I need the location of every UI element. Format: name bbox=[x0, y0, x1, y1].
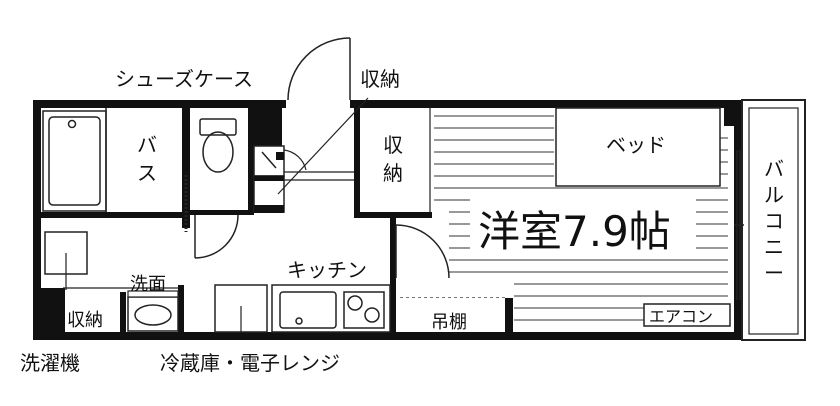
wash-basin bbox=[127, 296, 179, 332]
bed-label: ベッド bbox=[606, 133, 666, 157]
shoe-case-label: シューズケース bbox=[115, 67, 253, 91]
storage-closet-label: 収納 bbox=[383, 133, 403, 185]
entry-step bbox=[283, 149, 354, 181]
interior-walls bbox=[41, 108, 432, 332]
bathtub bbox=[42, 110, 107, 212]
bed bbox=[555, 107, 721, 187]
balcony bbox=[734, 99, 806, 341]
toilet bbox=[199, 118, 237, 173]
balcony-label: バルコニー bbox=[764, 157, 784, 285]
storage-top-label: 収納 bbox=[360, 67, 400, 91]
bath-label: バス bbox=[137, 133, 157, 185]
entrance-door bbox=[287, 37, 351, 101]
storage-leader bbox=[277, 97, 369, 195]
fridge-range-label: 冷蔵庫・電子レンジ bbox=[160, 351, 340, 375]
room-label: 洋室7.9帖 bbox=[478, 207, 671, 256]
aircon bbox=[643, 303, 731, 327]
hanging-shelf-label: 吊棚 bbox=[431, 312, 467, 333]
washroom-label: 洗面 bbox=[130, 274, 166, 295]
walls bbox=[33, 100, 742, 340]
washing-machine-label: 洗濯機 bbox=[20, 351, 80, 375]
room-door bbox=[395, 224, 450, 279]
kitchen-label: キッチン bbox=[287, 258, 367, 282]
aircon-label: エアコン bbox=[649, 307, 713, 326]
kitchen-counter bbox=[271, 284, 391, 333]
toilet-door bbox=[194, 214, 239, 259]
storage-small-label: 収納 bbox=[67, 310, 103, 331]
